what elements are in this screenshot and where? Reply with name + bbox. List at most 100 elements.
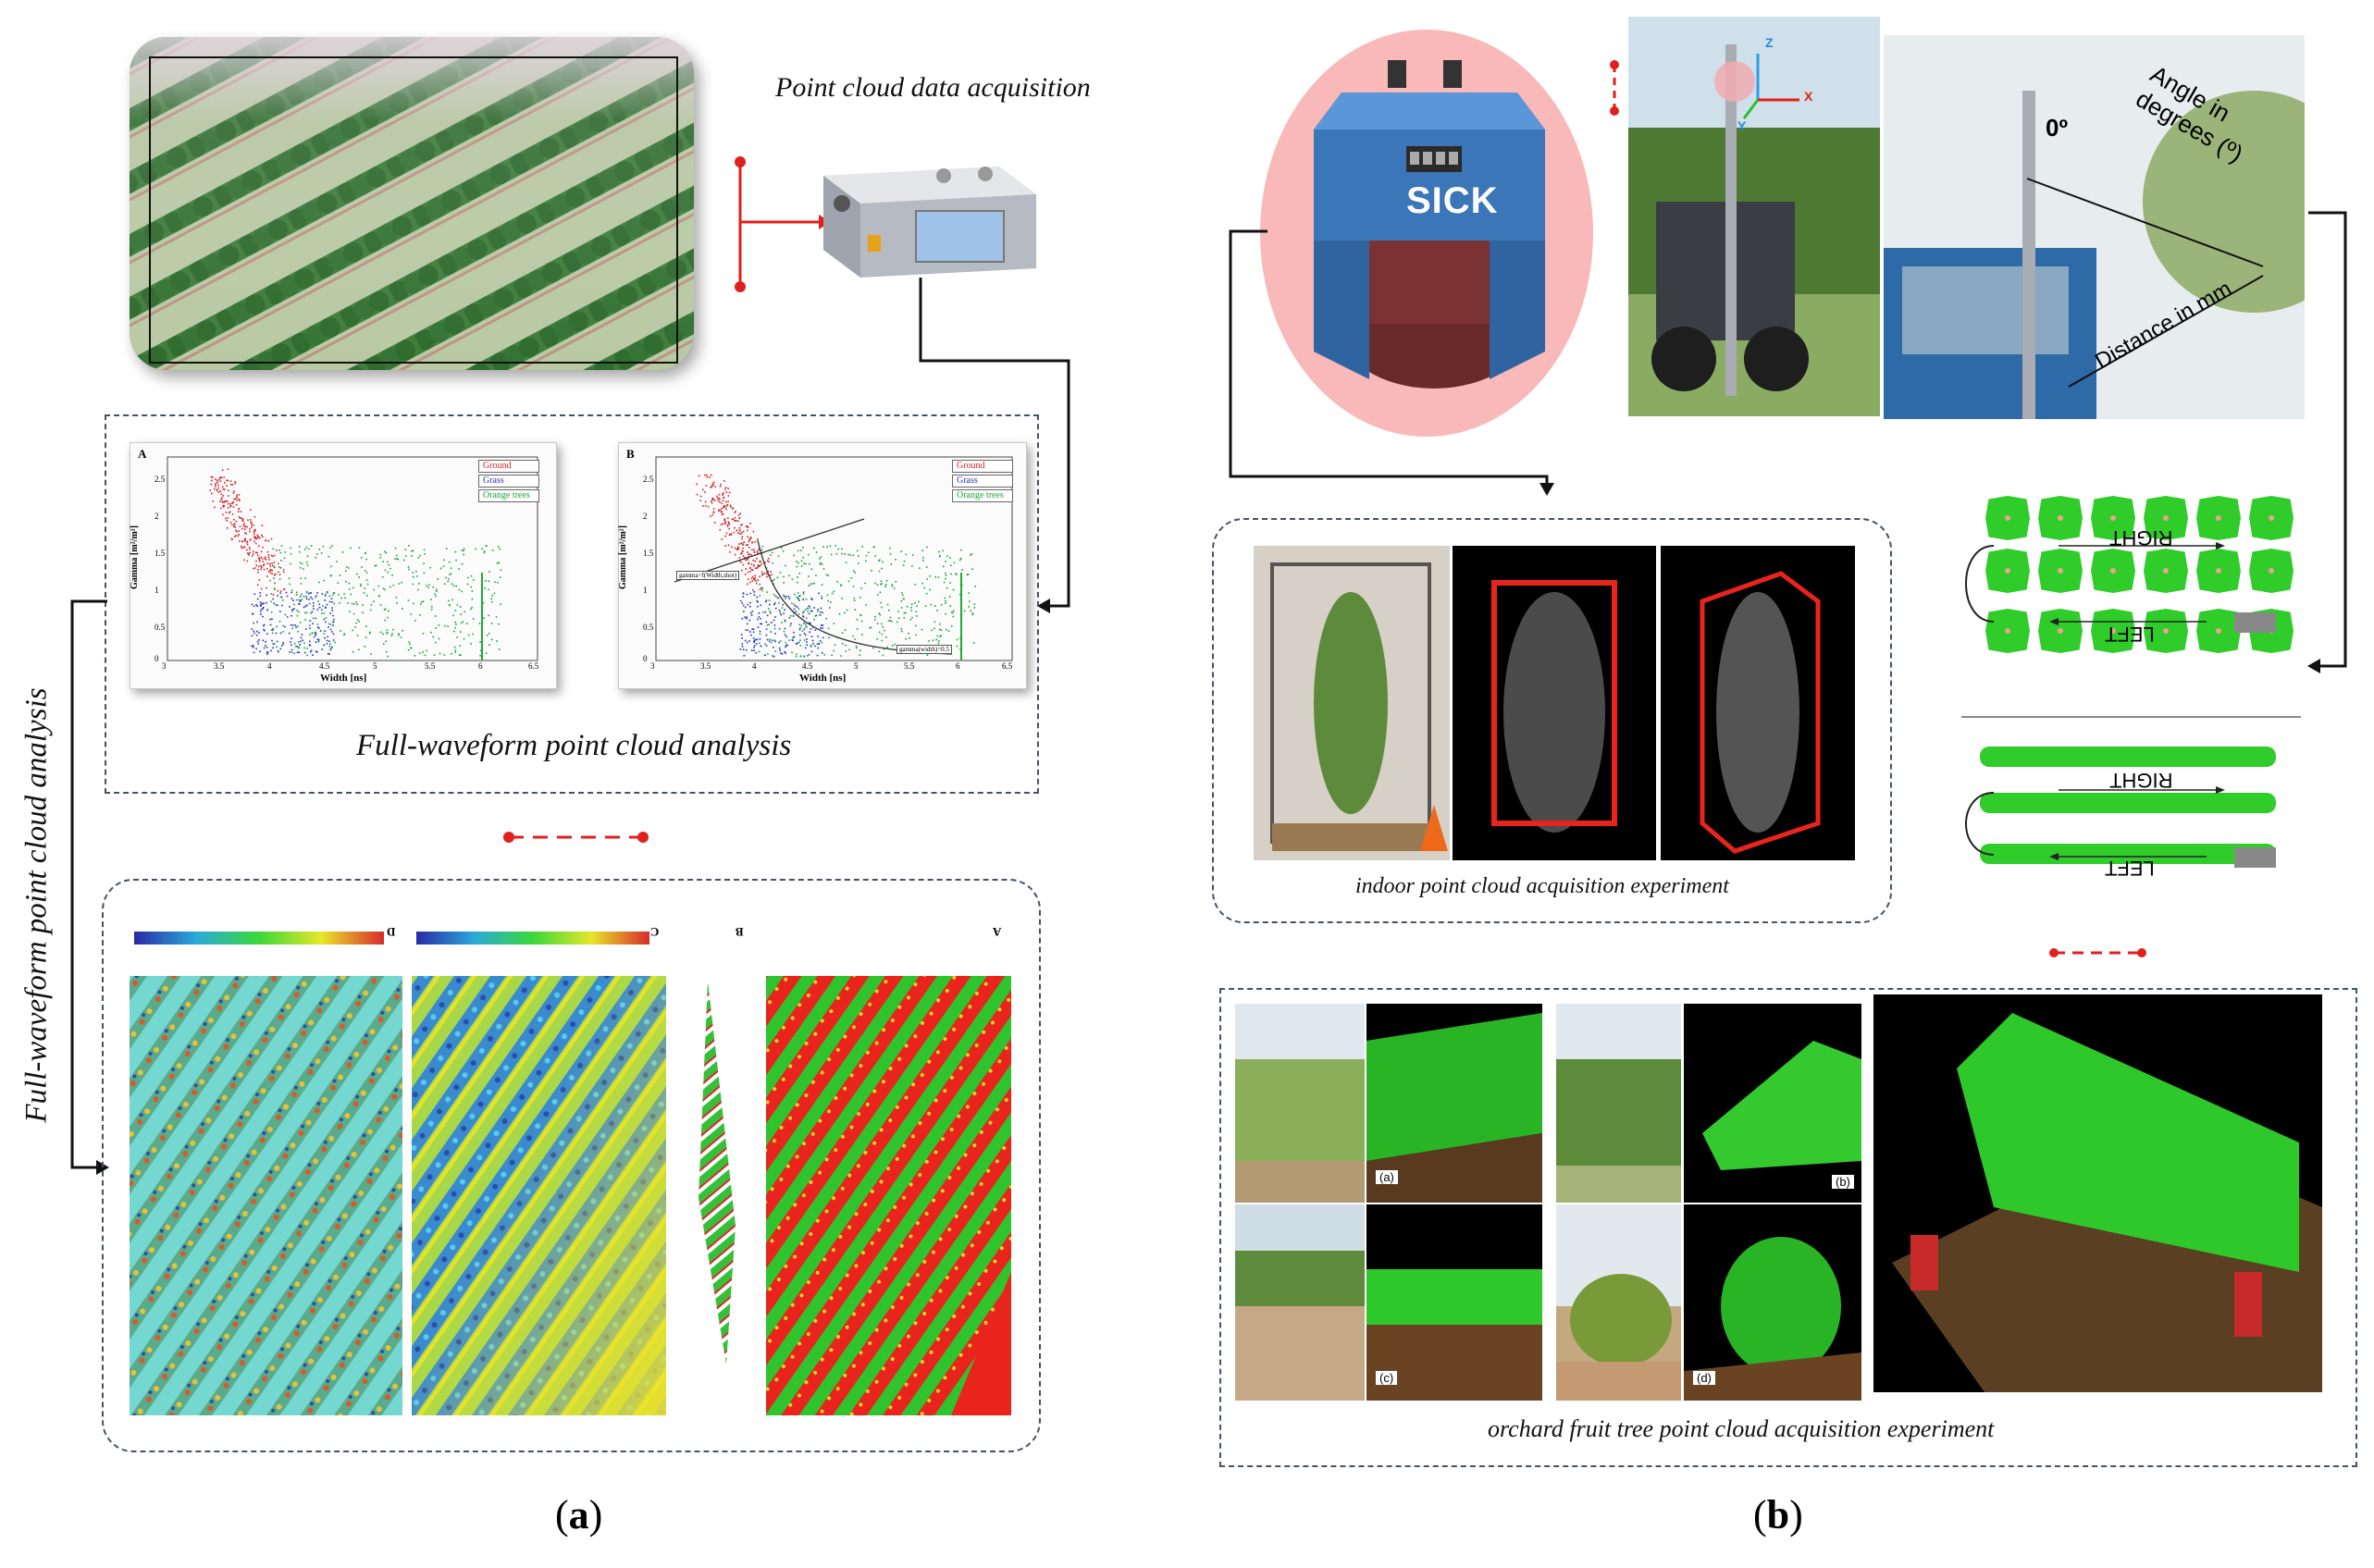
legend-orange-trees: Orange trees <box>952 489 1013 502</box>
scatter-point <box>458 568 460 570</box>
scatter-point <box>454 626 456 629</box>
scatter-point <box>793 554 795 557</box>
scatter-point <box>343 633 346 635</box>
scatter-point <box>906 606 909 608</box>
scatter-point <box>293 652 296 655</box>
scatter-point <box>747 529 748 532</box>
scatter-point <box>365 572 368 574</box>
scatter-point <box>303 651 306 654</box>
scatter-point <box>734 512 736 513</box>
scatter-point <box>956 645 958 648</box>
scatter-point <box>221 486 224 488</box>
scatter-point <box>361 566 363 568</box>
scatter-point <box>802 616 805 618</box>
scatter-point <box>297 630 299 633</box>
scatter-point <box>753 549 755 550</box>
scatter-point <box>800 624 803 627</box>
scatter-point <box>957 638 958 641</box>
scatter-point <box>491 595 493 597</box>
scatter-point <box>723 505 724 508</box>
scatter-point <box>454 651 456 653</box>
caption-analysis: Full-waveform point cloud analysis <box>356 729 792 762</box>
scatter-point <box>366 595 368 597</box>
scatter-point <box>821 584 823 586</box>
scatter-point <box>339 601 340 604</box>
scatter-point <box>241 527 243 530</box>
scatter-point <box>819 563 822 565</box>
scatter-point <box>483 617 485 619</box>
scatter-point <box>235 520 238 523</box>
scatter-point <box>325 617 328 619</box>
scatter-point <box>905 553 908 556</box>
scatter-point <box>238 508 241 510</box>
scatter-point <box>751 541 753 544</box>
scatter-point <box>772 580 773 582</box>
scatter-point <box>325 621 327 623</box>
scatter-point <box>285 591 288 594</box>
scatter-point <box>298 546 301 548</box>
scatter-point <box>248 554 250 556</box>
scatter-point <box>260 608 263 611</box>
scatter-point <box>460 622 463 624</box>
scatter-point <box>485 652 488 654</box>
tree-trunk <box>2163 568 2169 574</box>
arrow-photo-to-paths <box>2307 211 2347 673</box>
scatter-point <box>864 582 866 585</box>
scatter-point <box>748 553 749 556</box>
scatter-point <box>228 512 230 514</box>
scatter-point <box>222 495 225 497</box>
scatter-plot-b-svg <box>655 456 1013 661</box>
scatter-point <box>410 647 412 649</box>
scatter-point <box>254 551 257 554</box>
scatter-point <box>229 484 232 486</box>
scatter-point <box>774 640 776 643</box>
scatter-point <box>324 636 326 639</box>
scatter-point <box>734 520 736 522</box>
scatter-point <box>754 576 756 579</box>
scatter-point <box>453 646 456 648</box>
scatter-point <box>759 575 760 578</box>
scatter-point <box>753 551 756 553</box>
scatter-point <box>889 620 892 622</box>
scatter-point <box>300 595 302 598</box>
scatter-point <box>306 564 309 566</box>
plot-a-panel-letter: A <box>138 447 147 461</box>
scatter-point <box>946 628 947 631</box>
scatter-point <box>803 622 805 624</box>
scatter-point <box>291 610 293 612</box>
scatter-point <box>348 582 351 585</box>
scatter-point <box>475 548 476 550</box>
scatter-point <box>286 595 289 598</box>
scatter-point <box>289 583 291 586</box>
scatter-point <box>270 649 272 652</box>
scatter-point <box>414 619 416 622</box>
scatter-point <box>351 602 353 605</box>
scatter-point <box>331 545 333 547</box>
scatter-point <box>828 636 830 639</box>
scatter-point <box>483 550 486 552</box>
scatter-point <box>950 624 953 627</box>
scatter-point <box>773 603 775 606</box>
scatter-point <box>482 602 485 604</box>
scatter-point <box>401 581 402 584</box>
scatter-point <box>740 553 742 555</box>
scatter-point <box>471 607 473 609</box>
scatter-point <box>387 655 389 658</box>
scatter-point <box>768 623 770 625</box>
scatter-point <box>888 609 890 611</box>
scatter-point <box>822 611 823 614</box>
scatter-point <box>228 495 229 497</box>
scatter-point <box>800 560 803 562</box>
scatter-point <box>327 591 328 593</box>
scatter-point <box>972 642 975 644</box>
scatter-point <box>939 623 941 625</box>
scatter-point <box>345 570 347 572</box>
scatter-point <box>272 598 274 600</box>
scatter-point <box>799 639 801 641</box>
scatter-point <box>331 607 333 609</box>
scatter-point <box>788 574 790 577</box>
scatter-point <box>305 562 308 563</box>
scatter-point <box>754 578 756 581</box>
scatter-point <box>757 618 759 621</box>
scatter-point <box>363 592 365 594</box>
